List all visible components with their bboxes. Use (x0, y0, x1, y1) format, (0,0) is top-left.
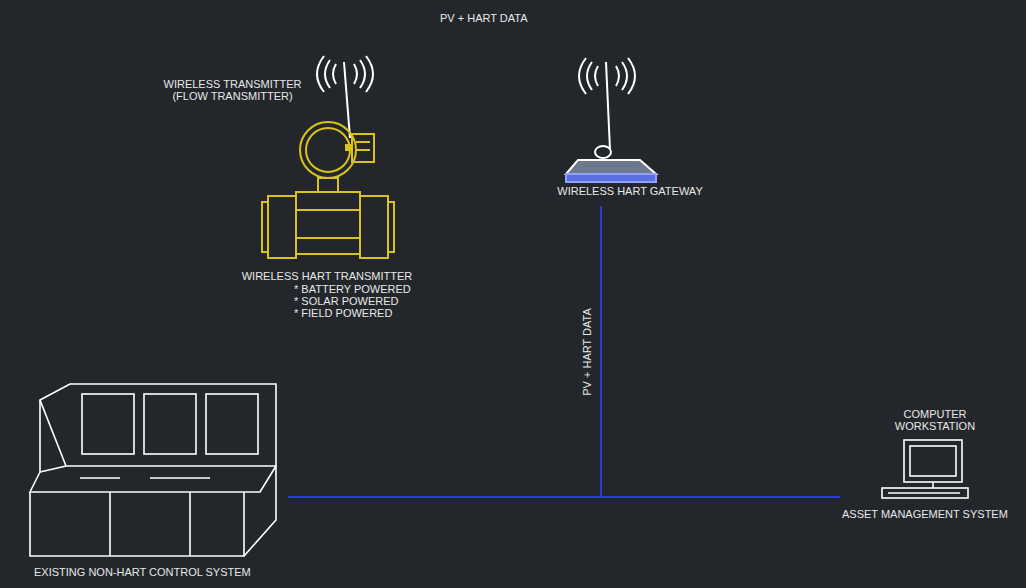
flow-transmitter (262, 122, 394, 258)
device-label: EXISTING NON-HART CONTROL SYSTEM (34, 566, 284, 578)
device-label: * FIELD POWERED (294, 307, 434, 319)
gateway-device (566, 58, 656, 182)
device-label: WIRELESS HART TRANSMITTER (222, 270, 432, 282)
device-label: COMPUTER WORKSTATION (880, 408, 990, 432)
antenna (317, 56, 373, 138)
device-label: WIRELESS TRANSMITTER (FLOW TRANSMITTER) (150, 78, 315, 102)
signal-label: PV + HART DATA (440, 12, 528, 24)
bus-line (288, 206, 601, 497)
control-console (30, 384, 276, 556)
edge-label: PV + HART DATA (581, 308, 593, 396)
bus-line (601, 206, 840, 497)
device-label: * BATTERY POWERED (294, 283, 434, 295)
device-label: ASSET MANAGEMENT SYSTEM (842, 508, 1022, 520)
device-node: EXISTING NON-HART CONTROL SYSTEM (26, 380, 288, 586)
computer-icon (882, 440, 968, 498)
bus-line (288, 496, 840, 498)
device-node: WIRELESS HART GATEWAY (540, 140, 720, 206)
device-label: WIRELESS HART GATEWAY (540, 185, 720, 197)
device-node: WIRELESS TRANSMITTER (FLOW TRANSMITTER) W… (150, 70, 440, 338)
device-label: * SOLAR POWERED (294, 295, 434, 307)
device-node: COMPUTER WORKSTATION ASSET MANAGEMENT SYS… (840, 400, 1022, 528)
